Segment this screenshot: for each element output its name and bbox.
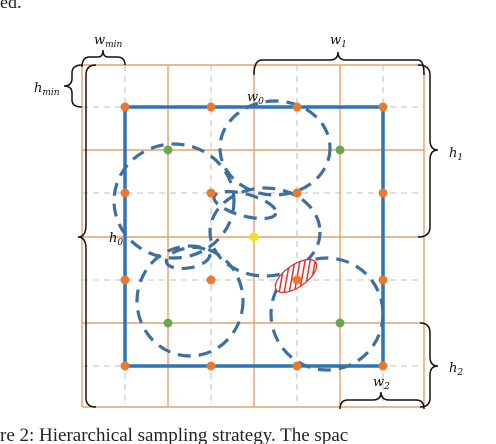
- caption-top-fragment: ed.: [0, 0, 22, 12]
- sample-circles: [112, 99, 385, 372]
- brace-w-min: [81, 49, 126, 68]
- sample-circle-center: [208, 186, 322, 278]
- sample-circle-top-center: [218, 99, 332, 197]
- label-h-min: hmin: [34, 81, 60, 98]
- dimension-braces: [63, 49, 439, 410]
- orange-sample-points: [120, 102, 388, 371]
- sample-ellipse-small: [164, 245, 212, 271]
- label-h2: h2: [449, 361, 463, 378]
- w0-h0-box: [123, 105, 385, 368]
- label-w2: w2: [373, 375, 390, 392]
- label-w0: w0: [247, 90, 264, 107]
- brace-h0: [77, 64, 97, 408]
- green-sample-points: [163, 145, 345, 328]
- brace-w2: [339, 391, 425, 410]
- sample-circle-right-lower: [269, 256, 385, 372]
- sample-ellipse-tilted: [212, 189, 278, 221]
- label-h0: h0: [109, 231, 123, 248]
- label-h1: h1: [449, 146, 463, 163]
- brace-h1: [417, 64, 439, 238]
- brace-h-min: [63, 64, 83, 108]
- brace-w1: [253, 51, 425, 76]
- caption-bottom: re 2: Hierarchical sampling strategy. Th…: [0, 425, 348, 444]
- center-sample-point: [249, 232, 259, 242]
- brace-h2: [419, 322, 439, 408]
- label-w1: w1: [330, 33, 347, 50]
- sample-circle-left-lower: [135, 244, 245, 358]
- label-w-min: wmin: [94, 33, 123, 50]
- sample-circle-left-upper: [112, 142, 236, 260]
